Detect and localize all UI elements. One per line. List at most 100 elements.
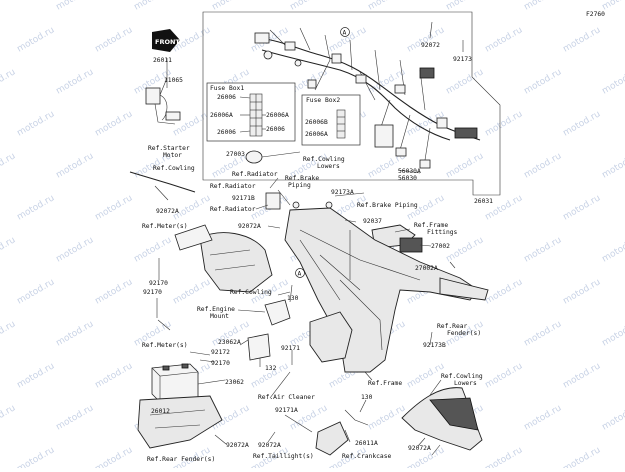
label-92171b: 92171B <box>232 195 255 202</box>
fuse-box-2-title: Fuse Box2 <box>306 97 340 104</box>
watermark-text: motod.ru <box>562 277 603 306</box>
label-92173-top: 92173 <box>453 56 472 63</box>
watermark-text: motod.ru <box>484 445 525 468</box>
figure-code: F2760 <box>586 11 605 18</box>
watermark-text: motod.ru <box>523 319 564 348</box>
label-23062: 23062 <box>225 379 244 386</box>
label-56030: 56030 <box>398 175 417 182</box>
taillight-holder <box>316 422 348 455</box>
watermark-text: motod.ru <box>55 235 96 264</box>
label-27002a: 27002A <box>415 265 438 272</box>
svg-text:FRONT: FRONT <box>155 38 180 46</box>
watermark-text: motod.ru <box>523 403 564 432</box>
watermark-text: motod.ru <box>55 151 96 180</box>
marker-a-top: A <box>341 28 350 37</box>
watermark-text: motod.ru <box>523 0 564 13</box>
battery <box>152 364 198 402</box>
label-ref-cowling-2: Ref.Cowling <box>230 289 272 296</box>
label-ref-brake-piping-1: Ref.Brake <box>285 175 319 182</box>
watermark-text: motod.ru <box>172 277 213 306</box>
watermark-text: motod.ru <box>55 403 96 432</box>
fuse-box-1-label-1: 26006 <box>217 94 236 101</box>
watermark-text: motod.ru <box>601 403 625 432</box>
label-92172: 92172 <box>211 349 230 356</box>
label-26011a: 26011A <box>355 440 378 447</box>
label-92072-top: 92072 <box>421 42 440 49</box>
watermark-text: motod.ru <box>0 151 17 180</box>
watermark-text: motod.ru <box>367 403 408 432</box>
label-ref-crankcase: Ref.Crankcase <box>342 453 391 460</box>
label-ref-air-cleaner: Ref.Air Cleaner <box>258 394 315 401</box>
label-56030a: 56030A <box>398 168 421 175</box>
label-ref-brake-piping-1b: Piping <box>288 182 311 189</box>
label-92072a-4: 92072A <box>258 442 281 449</box>
label-130-b: 130 <box>361 394 373 401</box>
label-ref-radiator-2: Ref.Radiator <box>210 183 256 190</box>
watermark-text: motod.ru <box>55 67 96 96</box>
label-ref-cowling-lowers-1b: Lowers <box>317 163 340 170</box>
fuse-box-1: Fuse Box1 26006 26006A 26006A 26006 2600… <box>207 83 295 141</box>
watermark-text: motod.ru <box>94 445 135 468</box>
label-92171a: 92171A <box>275 407 298 414</box>
label-ref-rear-fenders-1b: Fender(s) <box>447 330 481 337</box>
cowling-bracket <box>130 172 195 192</box>
starter-relay <box>146 88 180 124</box>
label-ref-frame-fittings-1: Ref.Frame <box>414 222 448 229</box>
watermark-text: motod.ru <box>523 235 564 264</box>
sensor-92171b <box>266 193 332 209</box>
watermark-text: motod.ru <box>523 67 564 96</box>
label-132: 132 <box>265 365 277 372</box>
label-ref-radiator-3: Ref.Radiator <box>210 206 256 213</box>
watermark-text: motod.ru <box>0 403 17 432</box>
label-11065: 11065 <box>164 77 183 84</box>
watermark-text: motod.ru <box>601 319 625 348</box>
fuse-box-1-label-2: 26006A <box>210 112 233 119</box>
fuse-box-1-label-5: 26006 <box>217 129 236 136</box>
label-92072a-1: 92072A <box>156 208 179 215</box>
watermark-text: motod.ru <box>484 109 525 138</box>
label-ref-taillights: Ref.Taillight(s) <box>253 453 314 460</box>
label-130-a: 130 <box>287 295 299 302</box>
watermark-text: motod.ru <box>484 277 525 306</box>
svg-text:A: A <box>343 30 347 37</box>
label-ref-brake-piping-2: Ref.Brake Piping <box>357 202 418 209</box>
watermark-text: motod.ru <box>94 25 135 54</box>
label-92170-b: 92170 <box>143 289 162 296</box>
label-92037: 92037 <box>363 218 382 225</box>
label-ref-cowling-1: Ref.Cowling <box>153 165 195 172</box>
svg-text:A: A <box>298 271 302 278</box>
watermark-text: motod.ru <box>445 0 486 13</box>
label-92171: 92171 <box>281 345 300 352</box>
watermark-text: motod.ru <box>94 109 135 138</box>
label-ref-cowling-lowers-2b: Lowers <box>454 380 477 387</box>
watermark-text: motod.ru <box>0 0 17 13</box>
label-ref-frame-fittings-2: Fittings <box>427 229 458 236</box>
watermark-text: motod.ru <box>562 361 603 390</box>
battery-case <box>138 396 222 448</box>
switch-26011a <box>345 410 368 425</box>
watermark-text: motod.ru <box>133 0 174 13</box>
watermark-text: motod.ru <box>94 277 135 306</box>
watermark-text: motod.ru <box>484 25 525 54</box>
label-ref-engine-mount-2: Mount <box>210 313 229 320</box>
label-ref-cowling-lowers-1: Ref.Cowling <box>303 156 345 163</box>
watermark-text: motod.ru <box>523 151 564 180</box>
label-92072a-5: 92072A <box>408 445 431 452</box>
watermark-text: motod.ru <box>484 361 525 390</box>
watermark-text: motod.ru <box>289 0 330 13</box>
watermark-text: motod.ru <box>445 151 486 180</box>
watermark-text: motod.ru <box>0 235 17 264</box>
watermark-text: motod.ru <box>367 0 408 13</box>
label-92173a: 92173A <box>331 189 354 196</box>
label-ref-cowling-lowers-2: Ref.Cowling <box>441 373 483 380</box>
label-ref-radiator-1: Ref.Radiator <box>232 171 278 178</box>
watermark-text: motod.ru <box>601 67 625 96</box>
watermark-text: motod.ru <box>16 109 57 138</box>
watermark-text: motod.ru <box>601 151 625 180</box>
lower-cowling <box>402 388 482 450</box>
label-ref-meters-1: Ref.Meter(s) <box>142 223 188 230</box>
meter-cowl <box>200 233 272 292</box>
label-26031: 26031 <box>474 198 493 205</box>
